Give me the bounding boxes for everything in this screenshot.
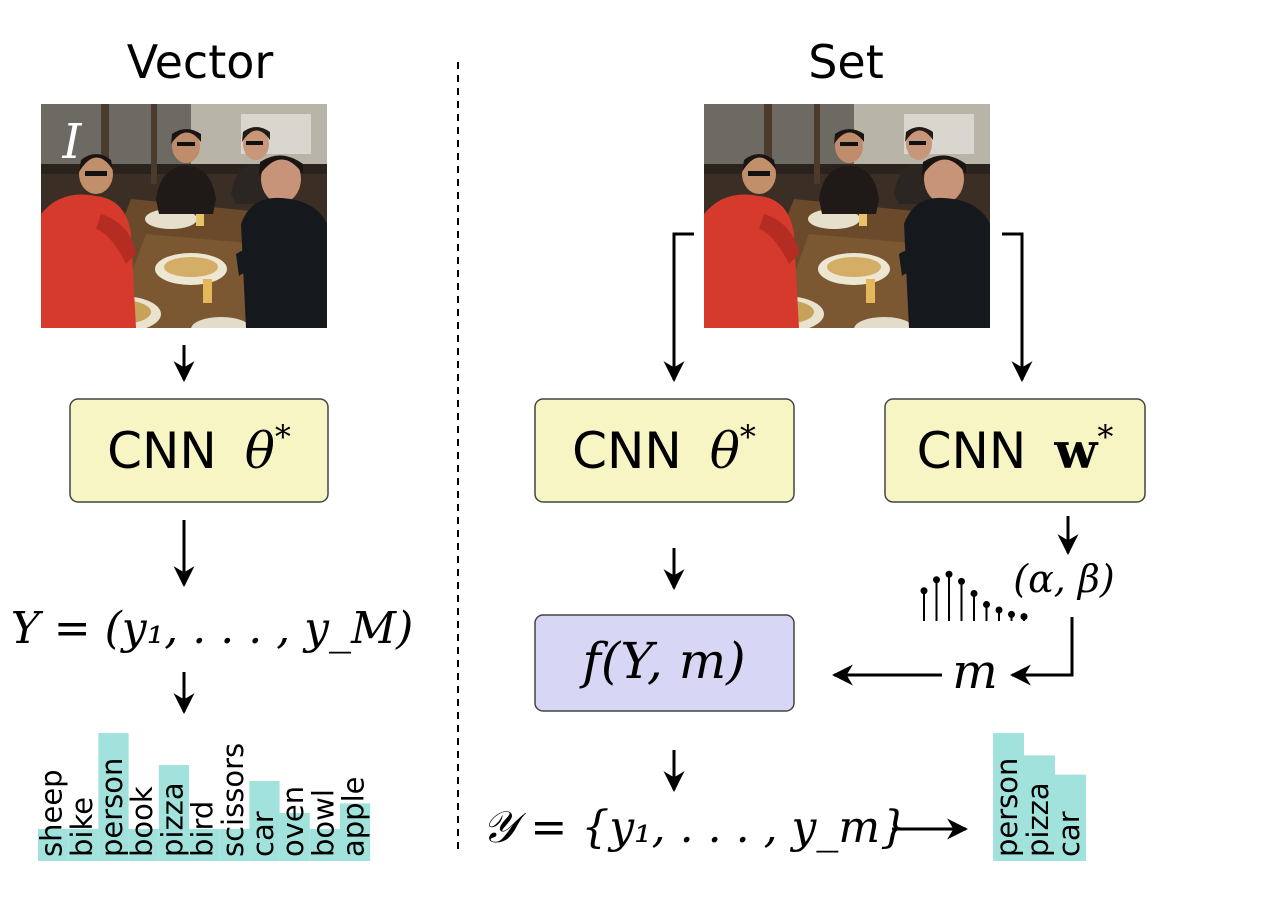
cnn-w-text: CNN bbox=[917, 422, 1027, 480]
input-photo-vector bbox=[41, 104, 327, 328]
vector-output-equation: Y = (y₁, . . . , y_M) bbox=[11, 603, 414, 654]
stem-dot bbox=[1008, 610, 1015, 618]
vector-bar-label-bowl: bowl bbox=[306, 789, 340, 857]
vector-bar-label-bird: bird bbox=[186, 801, 220, 857]
image-label: I bbox=[62, 114, 83, 170]
f-label: f(Y, m) bbox=[578, 632, 745, 690]
arrow-photo-to-cnn-theta bbox=[663, 232, 694, 383]
vector-bar-label-bike: bike bbox=[65, 797, 99, 857]
cnn-theta-vector-label: CNN θ* bbox=[107, 418, 291, 480]
vector-bar-label-book: book bbox=[125, 786, 159, 857]
arrow-dist-to-m bbox=[1009, 617, 1074, 686]
vector-bar-book bbox=[128, 829, 159, 861]
f-box bbox=[534, 614, 795, 712]
set-bar-label-car: car bbox=[1052, 811, 1086, 857]
set-heading: Set bbox=[808, 35, 884, 89]
stem-dot bbox=[945, 570, 953, 578]
set-bar-label-pizza: pizza bbox=[1021, 782, 1055, 857]
cnn-theta-set-text: CNN bbox=[572, 422, 682, 480]
vector-bar-apple bbox=[340, 803, 371, 861]
set-output-equation: 𝒴 = {y₁, . . . , y_m} bbox=[482, 802, 908, 853]
set-bar-car bbox=[1055, 774, 1086, 861]
vector-bar-label-oven: oven bbox=[276, 786, 310, 857]
stem-dot bbox=[995, 606, 1003, 614]
cnn-w-label: CNN w* bbox=[917, 418, 1114, 480]
stem-dot bbox=[970, 590, 978, 597]
vector-bar-label-apple: apple bbox=[337, 777, 371, 858]
cnn-w-box bbox=[884, 398, 1146, 503]
stem-dot bbox=[920, 587, 928, 595]
vector-bar-bowl bbox=[309, 829, 340, 861]
cnn-w-param-sup: * bbox=[1097, 418, 1113, 456]
cnn-theta-set-param: θ bbox=[710, 422, 740, 480]
vector-bar-label-pizza: pizza bbox=[155, 782, 189, 857]
vector-bar-pizza bbox=[158, 765, 189, 861]
vector-bar-oven bbox=[279, 813, 310, 861]
vector-bar-bird bbox=[189, 829, 220, 861]
cnn-w-param: w bbox=[1053, 421, 1099, 480]
vector-bar-label-car: car bbox=[246, 811, 280, 857]
stem-dot bbox=[1020, 613, 1028, 621]
cnn-theta-set-label: CNN θ* bbox=[572, 418, 756, 480]
input-photo-set bbox=[704, 104, 990, 328]
vector-bar-sheep bbox=[38, 829, 69, 861]
vector-bar-person bbox=[98, 733, 129, 861]
arrow-photo-to-cnn-w bbox=[1002, 232, 1033, 383]
set-bar-pizza bbox=[1024, 755, 1055, 861]
vector-bar-label-sheep: sheep bbox=[35, 769, 69, 857]
stem-dot bbox=[983, 601, 990, 608]
cnn-theta-box-set bbox=[534, 398, 795, 503]
dist-params: (α, β) bbox=[1013, 557, 1114, 601]
vector-bar-car bbox=[249, 781, 280, 861]
set-bar-label-person: person bbox=[990, 758, 1024, 857]
cnn-theta-box-vector bbox=[69, 398, 329, 503]
cnn-theta-vector-param-sup: * bbox=[275, 418, 291, 456]
vector-bar-scissors bbox=[219, 829, 250, 861]
vector-heading: Vector bbox=[127, 35, 274, 89]
vector-bar-label-person: person bbox=[95, 758, 129, 857]
vector-bar-label-scissors: scissors bbox=[216, 743, 250, 857]
vector-bar-bike bbox=[68, 829, 99, 861]
stem-dot bbox=[933, 576, 940, 584]
set-bar-person bbox=[993, 733, 1024, 861]
cnn-theta-vector-text: CNN bbox=[107, 422, 217, 480]
cnn-theta-vector-param: θ bbox=[245, 422, 275, 480]
cnn-theta-set-param-sup: * bbox=[740, 418, 756, 456]
m-label: m bbox=[952, 644, 998, 700]
stem-dot bbox=[958, 577, 965, 585]
